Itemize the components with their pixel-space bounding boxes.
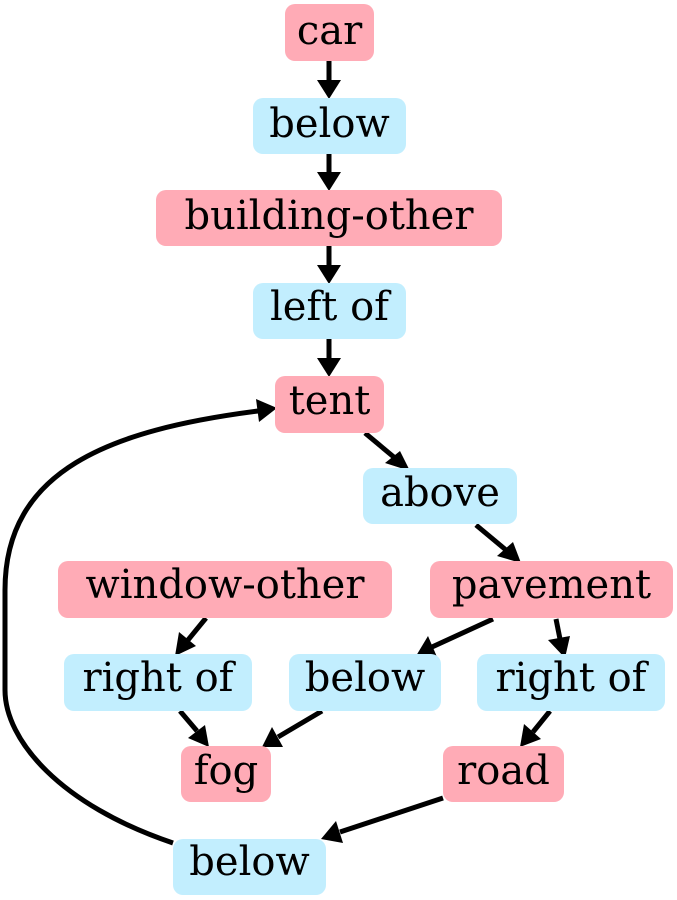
edge-above-to-pavement [474, 523, 521, 563]
edge-below-to-fog [262, 708, 324, 747]
edge-building-other-to-left-of [317, 246, 341, 284]
node-right-of-2: right of [477, 654, 665, 711]
edge-pavement-to-below [416, 616, 495, 657]
node-road-box [443, 746, 564, 802]
node-below-2-box [289, 654, 441, 711]
node-left-of-box [253, 283, 406, 339]
node-below-3-box [173, 839, 326, 895]
node-window-other: window-other [58, 561, 392, 618]
node-right-of-1-box [64, 654, 252, 711]
node-below-1-box [253, 98, 406, 154]
node-above-box [363, 468, 517, 524]
nodes: car below building-other left of tent ab… [58, 4, 673, 895]
node-car: car [285, 4, 374, 61]
edge-left-of-to-tent [317, 339, 341, 377]
node-above-label: above [380, 470, 500, 516]
node-pavement-label: pavement [452, 562, 651, 608]
edge-road-to-below [321, 795, 444, 843]
node-below-3: below [173, 839, 326, 895]
node-above: above [363, 468, 517, 524]
node-below-1-label: below [269, 101, 389, 147]
node-tent: tent [275, 376, 384, 433]
edge-below-to-tent [2, 399, 277, 846]
node-building-other: building-other [156, 190, 502, 246]
node-right-of-2-label: right of [496, 655, 650, 701]
node-window-other-box [58, 561, 392, 618]
node-building-other-label: building-other [185, 193, 475, 239]
node-building-other-box [156, 190, 502, 246]
node-window-other-label: window-other [86, 562, 366, 608]
node-right-of-2-box [477, 654, 665, 711]
node-road: road [443, 746, 564, 802]
node-right-of-1: right of [64, 654, 252, 711]
node-below-2-label: below [305, 655, 425, 701]
node-below-3-label: below [189, 839, 309, 885]
node-left-of-label: left of [270, 284, 392, 330]
node-right-of-1-label: right of [83, 655, 237, 701]
edge-car-to-below [317, 61, 341, 99]
node-below-2: below [289, 654, 441, 711]
edge-right-of-to-fog [178, 709, 209, 747]
node-pavement-box [430, 561, 673, 618]
edge-below-to-building-other [317, 154, 341, 191]
node-fog: fog [181, 746, 271, 802]
edge-tent-to-above [363, 431, 410, 471]
edges [2, 61, 570, 846]
node-fog-label: fog [194, 748, 259, 794]
edge-pavement-to-right-of [548, 618, 570, 658]
node-car-label: car [297, 8, 363, 54]
node-road-label: road [457, 748, 550, 794]
edge-right-of-to-road [520, 709, 552, 747]
node-left-of: left of [253, 283, 406, 339]
node-pavement: pavement [430, 561, 673, 618]
node-tent-label: tent [289, 378, 371, 424]
node-car-box [285, 4, 374, 61]
node-tent-box [275, 376, 384, 433]
edge-window-other-to-right-of [175, 616, 208, 656]
node-fog-box [181, 746, 271, 802]
node-below-1: below [253, 98, 406, 154]
